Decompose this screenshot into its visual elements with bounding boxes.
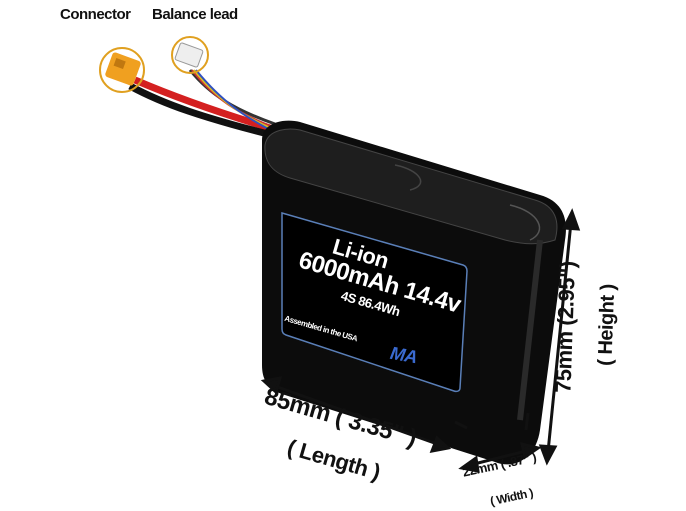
battery-body [262, 120, 566, 465]
connector-callout: Connector [60, 6, 131, 23]
xt-connector [99, 47, 145, 93]
balance-lead-callout: Balance lead [152, 6, 238, 23]
wires [128, 69, 279, 138]
dimension-arrows [260, 208, 581, 473]
height-label: ( Height ) [594, 283, 620, 367]
height-dimension: 75mm (2.95") [550, 260, 581, 394]
balance-connector [171, 36, 209, 74]
